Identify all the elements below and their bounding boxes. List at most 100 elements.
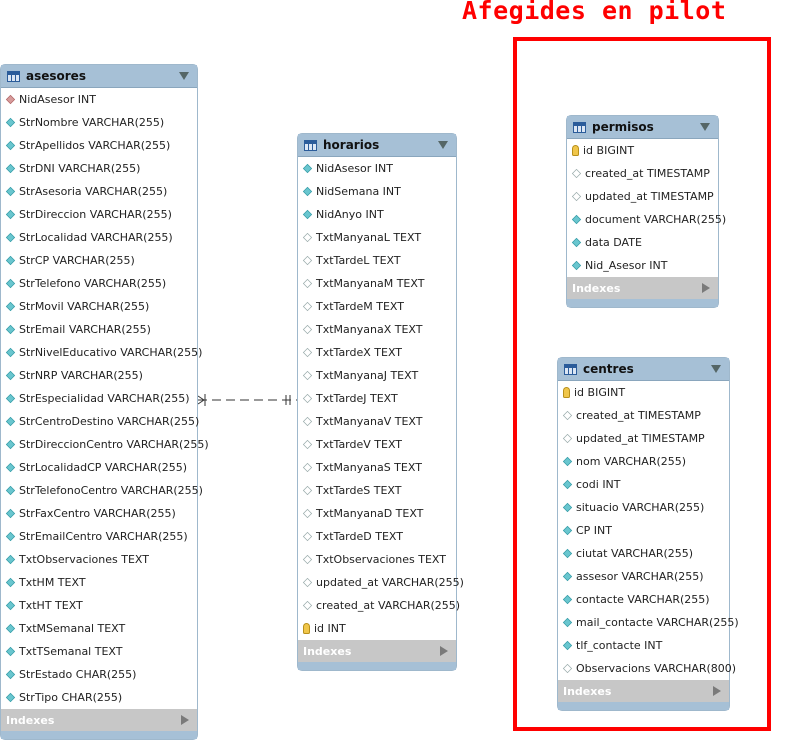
expand-arrow-icon[interactable] (440, 646, 448, 656)
column-row[interactable]: created_at VARCHAR(255) (298, 594, 460, 617)
column-row[interactable]: updated_at TIMESTAMP (558, 427, 729, 450)
column-row[interactable]: codi INT (558, 473, 729, 496)
column-row[interactable]: CP INT (558, 519, 729, 542)
column-row[interactable]: id INT (298, 617, 456, 640)
notnull-diamond-icon (5, 255, 16, 266)
indexes-section[interactable]: Indexes (298, 640, 456, 662)
column-row[interactable]: StrLocalidadCP VARCHAR(255) (1, 456, 197, 479)
column-label: TxtTardeS TEXT (316, 484, 402, 497)
column-row[interactable]: StrApellidos VARCHAR(255) (1, 134, 197, 157)
notnull-diamond-icon (562, 502, 573, 513)
table-header[interactable]: horarios (298, 134, 456, 157)
column-row[interactable]: TxtManyanaL TEXT (298, 226, 456, 249)
column-row[interactable]: TxtManyanaJ TEXT (298, 364, 456, 387)
indexes-section[interactable]: Indexes (558, 680, 729, 702)
column-row[interactable]: TxtTardeD TEXT (298, 525, 456, 548)
column-row[interactable]: situacio VARCHAR(255) (558, 496, 729, 519)
column-row[interactable]: StrEmail VARCHAR(255) (1, 318, 197, 341)
notnull-diamond-icon (5, 692, 16, 703)
column-row[interactable]: TxtTSemanal TEXT (1, 640, 197, 663)
column-row[interactable]: StrNivelEducativo VARCHAR(255) (1, 341, 202, 364)
nullable-diamond-icon (302, 278, 313, 289)
column-row[interactable]: TxtTardeS TEXT (298, 479, 456, 502)
nullable-diamond-icon (302, 324, 313, 335)
indexes-section[interactable]: Indexes (1, 709, 197, 731)
column-row[interactable]: StrTelefonoCentro VARCHAR(255) (1, 479, 203, 502)
collapse-arrow-icon[interactable] (711, 365, 721, 373)
column-row[interactable]: StrNRP VARCHAR(255) (1, 364, 197, 387)
column-row[interactable]: TxtMSemanal TEXT (1, 617, 197, 640)
column-row[interactable]: TxtManyanaS TEXT (298, 456, 456, 479)
column-row[interactable]: TxtHT TEXT (1, 594, 197, 617)
column-row[interactable]: document VARCHAR(255) (567, 208, 726, 231)
column-row[interactable]: TxtObservaciones TEXT (298, 548, 456, 571)
column-row[interactable]: Observacions VARCHAR(800) (558, 657, 736, 680)
column-label: id BIGINT (583, 144, 635, 157)
column-row[interactable]: StrDNI VARCHAR(255) (1, 157, 197, 180)
column-row[interactable]: updated_at VARCHAR(255) (298, 571, 464, 594)
column-row[interactable]: StrDireccion VARCHAR(255) (1, 203, 197, 226)
column-label: contacte VARCHAR(255) (576, 593, 710, 606)
column-row[interactable]: NidAsesor INT (298, 157, 456, 180)
column-row[interactable]: ciutat VARCHAR(255) (558, 542, 729, 565)
column-row[interactable]: TxtManyanaD TEXT (298, 502, 456, 525)
column-row[interactable]: created_at TIMESTAMP (558, 404, 729, 427)
notnull-diamond-icon (5, 600, 16, 611)
column-row[interactable]: StrMovil VARCHAR(255) (1, 295, 197, 318)
column-row[interactable]: NidAsesor INT (1, 88, 197, 111)
column-row[interactable]: TxtTardeX TEXT (298, 341, 456, 364)
table-header[interactable]: centres (558, 358, 729, 381)
column-row[interactable]: StrTipo CHAR(255) (1, 686, 197, 709)
column-row[interactable]: TxtTardeL TEXT (298, 249, 456, 272)
column-row[interactable]: TxtTardeJ TEXT (298, 387, 456, 410)
indexes-section[interactable]: Indexes (567, 277, 718, 299)
column-row[interactable]: StrAsesoria VARCHAR(255) (1, 180, 197, 203)
column-row[interactable]: TxtObservaciones TEXT (1, 548, 197, 571)
column-row[interactable]: StrFaxCentro VARCHAR(255) (1, 502, 197, 525)
column-row[interactable]: TxtManyanaM TEXT (298, 272, 456, 295)
column-row[interactable]: TxtManyanaX TEXT (298, 318, 456, 341)
column-row[interactable]: StrCentroDestino VARCHAR(255) (1, 410, 199, 433)
column-row[interactable]: StrEspecialidad VARCHAR(255) (1, 387, 197, 410)
column-row[interactable]: data DATE (567, 231, 718, 254)
column-row[interactable]: NidAnyo INT (298, 203, 456, 226)
column-row[interactable]: Nid_Asesor INT (567, 254, 718, 277)
column-row[interactable]: updated_at TIMESTAMP (567, 185, 718, 208)
column-row[interactable]: id BIGINT (558, 381, 729, 404)
expand-arrow-icon[interactable] (713, 686, 721, 696)
column-row[interactable]: TxtHM TEXT (1, 571, 197, 594)
column-row[interactable]: TxtTardeM TEXT (298, 295, 456, 318)
nullable-diamond-icon (302, 416, 313, 427)
table-header[interactable]: permisos (567, 116, 718, 139)
table-icon (573, 121, 586, 133)
column-row[interactable]: NidSemana INT (298, 180, 456, 203)
column-row[interactable]: StrCP VARCHAR(255) (1, 249, 197, 272)
column-row[interactable]: StrEmailCentro VARCHAR(255) (1, 525, 197, 548)
column-row[interactable]: contacte VARCHAR(255) (558, 588, 729, 611)
collapse-arrow-icon[interactable] (438, 141, 448, 149)
collapse-arrow-icon[interactable] (179, 72, 189, 80)
column-row[interactable]: StrEstado CHAR(255) (1, 663, 197, 686)
column-row[interactable]: StrLocalidad VARCHAR(255) (1, 226, 197, 249)
expand-arrow-icon[interactable] (702, 283, 710, 293)
collapse-arrow-icon[interactable] (700, 123, 710, 131)
column-row[interactable]: TxtTardeV TEXT (298, 433, 456, 456)
column-row[interactable]: tlf_contacte INT (558, 634, 729, 657)
table-icon (564, 363, 577, 375)
column-row[interactable]: mail_contacte VARCHAR(255) (558, 611, 739, 634)
expand-arrow-icon[interactable] (181, 715, 189, 725)
column-row[interactable]: id BIGINT (567, 139, 718, 162)
column-row[interactable]: created_at TIMESTAMP (567, 162, 718, 185)
column-row[interactable]: StrDireccionCentro VARCHAR(255) (1, 433, 209, 456)
column-row[interactable]: StrNombre VARCHAR(255) (1, 111, 197, 134)
column-row[interactable]: StrTelefono VARCHAR(255) (1, 272, 197, 295)
column-row[interactable]: assesor VARCHAR(255) (558, 565, 729, 588)
column-row[interactable]: nom VARCHAR(255) (558, 450, 729, 473)
table-header[interactable]: asesores (1, 65, 197, 88)
column-label: TxtManyanaD TEXT (316, 507, 424, 520)
column-row[interactable]: TxtManyanaV TEXT (298, 410, 456, 433)
